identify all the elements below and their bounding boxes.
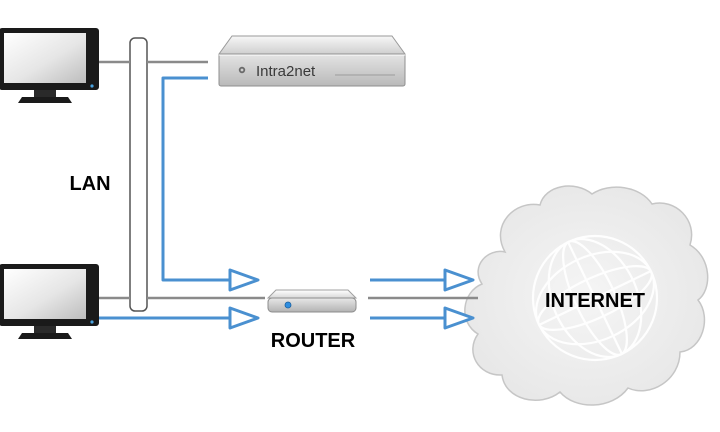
arrow-right-icon — [228, 306, 260, 330]
arrow-right-icon — [228, 268, 260, 292]
cloud-icon — [464, 185, 709, 406]
blue-links — [98, 76, 445, 320]
router-icon: ROUTER — [266, 289, 358, 352]
monitor-icon — [0, 264, 99, 339]
lan-label: LAN — [69, 173, 110, 195]
monitor-icon — [0, 28, 99, 103]
arrowheads — [228, 268, 475, 330]
link-server-router — [161, 76, 230, 282]
globe-icon — [531, 234, 659, 362]
internet-label: INTERNET — [545, 290, 645, 312]
router-label: ROUTER — [271, 330, 356, 352]
server-appliance-icon: Intra2net — [218, 35, 406, 87]
gray-cables — [98, 60, 478, 300]
internet-cloud: INTERNET — [464, 185, 709, 406]
lan-bus — [129, 37, 148, 312]
arrow-right-icon — [443, 306, 475, 330]
server-brand-label: Intra2net — [256, 63, 316, 80]
arrow-right-icon — [443, 268, 475, 292]
